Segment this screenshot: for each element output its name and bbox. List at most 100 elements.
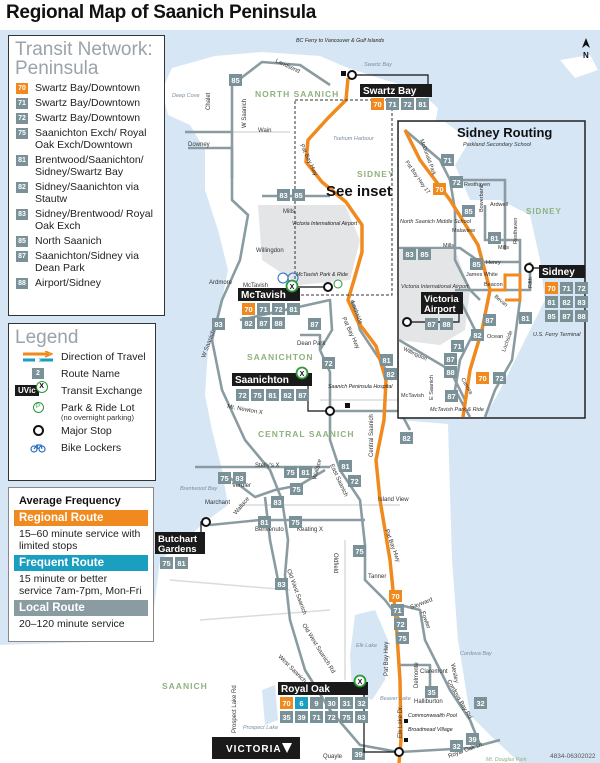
route-badge[interactable]: 70 <box>433 183 446 195</box>
route-badge[interactable]: 72 <box>401 98 414 110</box>
route-badge[interactable]: 81 <box>380 354 393 366</box>
route-badge[interactable]: 88 <box>440 318 453 330</box>
route-badge[interactable]: 87 <box>425 318 438 330</box>
route-badge[interactable]: 72 <box>394 618 407 630</box>
victoria-button[interactable]: VICTORIA <box>212 737 300 759</box>
route-badge[interactable]: 70 <box>545 282 558 294</box>
route-badge[interactable]: 83 <box>271 496 284 508</box>
route-badge[interactable]: 81 <box>258 516 271 528</box>
route-badge[interactable]: 81 <box>488 232 501 244</box>
route-badge[interactable]: 81 <box>287 303 300 315</box>
route-badge[interactable]: 82 <box>384 368 397 380</box>
route-badge[interactable]: 82 <box>560 296 573 308</box>
route-badge[interactable]: 85 <box>229 74 242 86</box>
route-badge[interactable]: 82 <box>471 329 484 341</box>
route-badge[interactable]: 72 <box>575 282 588 294</box>
route-badge[interactable]: 81 <box>175 557 188 569</box>
route-badge[interactable]: 32 <box>474 697 487 709</box>
route-badge[interactable]: 72 <box>272 303 285 315</box>
route-badge[interactable]: 81 <box>339 460 352 472</box>
route-badge[interactable]: 71 <box>391 604 404 616</box>
route-badge[interactable]: 81 <box>519 312 532 324</box>
route-badge[interactable]: 81 <box>266 389 279 401</box>
route-badge[interactable]: 6 <box>295 697 308 709</box>
route-badge[interactable]: 72 <box>236 389 249 401</box>
route-badge[interactable]: 88 <box>272 317 285 329</box>
route-badge[interactable]: 87 <box>444 353 457 365</box>
route-badge[interactable]: 81 <box>299 466 312 478</box>
route-badge[interactable]: 72 <box>322 357 335 369</box>
route-badge[interactable]: 75 <box>396 632 409 644</box>
route-badge[interactable]: 75 <box>289 516 302 528</box>
route-badge[interactable]: 72 <box>348 475 361 487</box>
route-badge[interactable]: 32 <box>355 697 368 709</box>
route-badge[interactable]: 87 <box>445 390 458 402</box>
route-badge[interactable]: 30 <box>325 697 338 709</box>
route-badge[interactable]: 70 <box>371 98 384 110</box>
route-badge[interactable]: 83 <box>233 472 246 484</box>
route-badge[interactable]: 71 <box>451 340 464 352</box>
route-badge[interactable]: 81 <box>416 98 429 110</box>
route-badge-number: 72 <box>403 100 411 109</box>
route-badge[interactable]: 85 <box>462 205 475 217</box>
route-badge[interactable]: 83 <box>275 578 288 590</box>
route-badge[interactable]: 85 <box>418 248 431 260</box>
route-badge[interactable]: 82 <box>281 389 294 401</box>
route-badge[interactable]: 71 <box>310 711 323 723</box>
street-label: Quayle <box>323 754 343 760</box>
route-badge[interactable]: 82 <box>400 432 413 444</box>
route-badge[interactable]: 75 <box>340 711 353 723</box>
route-badge[interactable]: 70 <box>476 372 489 384</box>
route-badge[interactable]: 81 <box>545 296 558 308</box>
route-badge[interactable]: 83 <box>575 296 588 308</box>
route-badge[interactable]: 87 <box>257 317 270 329</box>
route-badge[interactable]: 71 <box>441 154 454 166</box>
route-badge[interactable]: 72 <box>450 176 463 188</box>
route-badge[interactable]: 87 <box>296 389 309 401</box>
route-badge[interactable]: 71 <box>257 303 270 315</box>
regional-route-desc: 15–60 minute service with limited stops <box>19 528 141 552</box>
route-badge[interactable]: 83 <box>403 248 416 260</box>
route-badge[interactable]: 87 <box>560 310 573 322</box>
route-badge[interactable]: 35 <box>425 686 438 698</box>
route-badge[interactable]: 85 <box>470 258 483 270</box>
route-badge[interactable]: 83 <box>355 711 368 723</box>
route-badge[interactable]: 35 <box>280 711 293 723</box>
route-badge[interactable]: 71 <box>386 98 399 110</box>
route-badge[interactable]: 75 <box>160 557 173 569</box>
route-badge[interactable]: 75 <box>218 472 231 484</box>
route-badge[interactable]: 85 <box>545 310 558 322</box>
route-badge[interactable]: 70 <box>389 590 402 602</box>
route-badge[interactable]: 70 <box>242 303 255 315</box>
route-badge[interactable]: 75 <box>353 545 366 557</box>
route-badge[interactable]: 72 <box>325 711 338 723</box>
route-badge[interactable]: 75 <box>284 466 297 478</box>
route-badge[interactable]: 87 <box>308 318 321 330</box>
route-badge[interactable]: 72 <box>493 372 506 384</box>
route-badge-number: 81 <box>289 305 297 314</box>
route-badge[interactable]: 85 <box>292 189 305 201</box>
route-badge[interactable]: 88 <box>444 366 457 378</box>
route-badge[interactable]: 71 <box>560 282 573 294</box>
route-badge[interactable]: 39 <box>466 733 479 745</box>
route-badge[interactable]: 39 <box>295 711 308 723</box>
route-badge[interactable]: 70 <box>280 697 293 709</box>
route-badge[interactable]: 88 <box>575 310 588 322</box>
route-badge[interactable]: 9 <box>310 697 323 709</box>
route-badge[interactable]: 31 <box>340 697 353 709</box>
route-badge[interactable]: 39 <box>352 748 365 760</box>
route-badge[interactable]: 82 <box>242 317 255 329</box>
route-badge[interactable]: 32 <box>450 740 463 752</box>
route-badge[interactable]: 75 <box>290 483 303 495</box>
route-badge[interactable]: 75 <box>251 389 264 401</box>
route-badge[interactable]: 83 <box>277 189 290 201</box>
route-badge[interactable]: 87 <box>483 314 496 326</box>
route-badge[interactable]: 83 <box>212 318 225 330</box>
